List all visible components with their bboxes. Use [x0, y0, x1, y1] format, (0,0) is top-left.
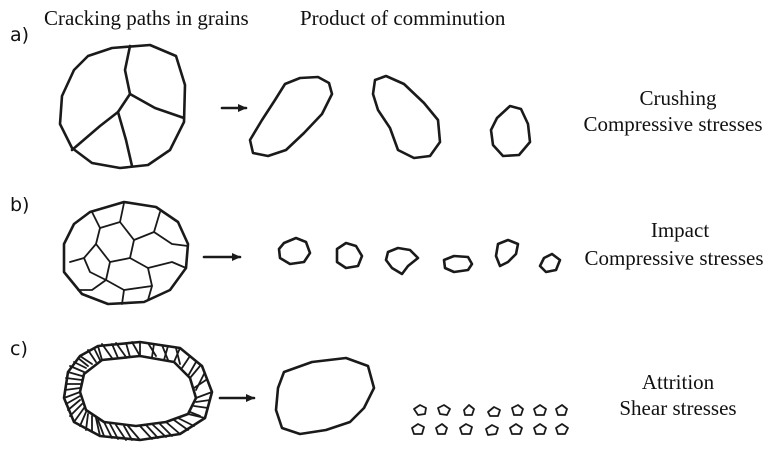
fine-particle [534, 424, 546, 434]
fine-particle [438, 405, 450, 415]
fragment-b-6 [540, 254, 560, 272]
fragment-a-2 [373, 76, 440, 158]
grain-c-worn [64, 342, 212, 440]
fine-particle [488, 407, 500, 416]
fine-particle [414, 405, 426, 415]
fragment-b-1 [279, 238, 310, 264]
fine-particle [534, 405, 546, 415]
fragment-b-4 [444, 256, 472, 272]
fine-particle [486, 425, 498, 435]
fragment-a-1 [250, 77, 332, 156]
fragment-c-large [276, 358, 374, 434]
grain-b-cracked [64, 202, 188, 304]
fine-particle [436, 424, 447, 434]
fragment-b-5 [496, 240, 518, 266]
fine-particle [464, 405, 474, 415]
fine-particle [556, 405, 567, 415]
fine-particle [512, 405, 523, 415]
fine-particle [412, 424, 424, 434]
fine-particle [460, 424, 472, 434]
fragment-b-2 [337, 243, 362, 268]
fine-particles [412, 405, 568, 435]
fine-particle [510, 424, 522, 434]
grain-a-cracked [60, 45, 185, 168]
fragment-b-3 [386, 248, 418, 274]
fine-particle [556, 424, 568, 434]
fragment-a-3 [491, 106, 530, 156]
